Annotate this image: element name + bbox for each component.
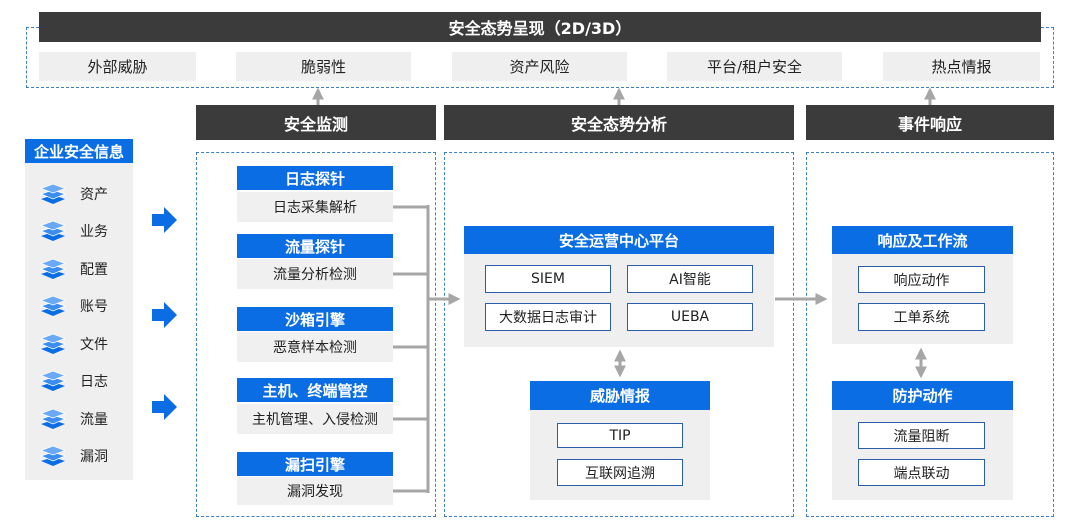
enterprise-item-label: 流量 [80,411,108,428]
probe-title-sandbox: 沙箱引擎 [237,307,393,331]
enterprise-item-label: 文件 [80,336,108,353]
layers-icon [40,333,66,354]
presentation-title: 安全态势呈现（2D/3D） [39,12,1041,42]
blue-arrow-icon [152,394,177,420]
layers-icon [40,408,66,429]
probe-title-traffic: 流量探针 [237,234,393,258]
threat-intel-item-traceback: 互联网追溯 [557,459,683,486]
enterprise-item-label: 账号 [80,299,108,316]
presentation-item-hot-intel: 热点情报 [883,52,1040,81]
column-header-monitor: 安全监测 [196,105,436,140]
presentation-item-tenant-security: 平台/租户安全 [667,52,842,81]
enterprise-item: 漏洞 [40,438,130,476]
presentation-item-asset-risk: 资产风险 [452,52,627,81]
enterprise-item-label: 业务 [80,224,108,241]
probe-title-vulnscan: 漏扫引擎 [237,452,393,476]
enterprise-item: 文件 [40,325,130,363]
probe-bracket [393,205,461,493]
enterprise-title: 企业安全信息 [25,139,133,163]
enterprise-item: 日志 [40,363,130,401]
enterprise-arrows [152,207,177,420]
soc-item-ai: AI智能 [627,265,753,293]
response-flow-title: 响应及工作流 [832,226,1013,254]
blue-arrow-icon [152,302,177,328]
enterprise-list: 资产 业务 配置 账号 文件 [40,175,130,475]
response-frame [806,152,1054,517]
blue-arrow-icon [152,207,177,233]
enterprise-item: 流量 [40,400,130,438]
response-flow-item-action: 响应动作 [858,266,985,293]
presentation-item-external-threat: 外部威胁 [39,52,196,81]
probe-title-log: 日志探针 [237,166,393,190]
probe-desc-traffic: 流量分析检测 [237,259,393,289]
enterprise-item-label: 资产 [80,186,108,203]
layers-icon [40,183,66,204]
enterprise-item: 资产 [40,175,130,213]
probe-desc-sandbox: 恶意样本检测 [237,332,393,362]
soc-item-ueba: UEBA [627,303,753,331]
enterprise-item-label: 漏洞 [80,449,108,466]
enterprise-panel [25,163,133,480]
threat-intel-title: 威胁情报 [530,381,710,410]
layers-icon [40,445,66,467]
enterprise-item: 配置 [40,250,130,288]
presentation-item-vulnerability: 脆弱性 [236,52,411,81]
probe-desc-vulnscan: 漏洞发现 [237,477,393,505]
up-arrows [312,87,936,105]
enterprise-item-label: 日志 [80,374,108,391]
column-header-response: 事件响应 [806,105,1054,140]
layers-icon [40,258,66,279]
enterprise-item-label: 配置 [80,261,108,278]
probe-desc-log: 日志采集解析 [237,192,393,222]
protection-item-traffic-block: 流量阻断 [858,422,985,449]
response-flow-item-ticket: 工单系统 [858,303,985,331]
probe-desc-host: 主机管理、入侵检测 [237,404,393,434]
protection-item-endpoint-link: 端点联动 [858,459,985,486]
enterprise-item: 业务 [40,213,130,251]
monitor-frame [196,152,436,517]
bidirectional-arrows [614,347,927,379]
enterprise-item: 账号 [40,288,130,326]
layers-icon [40,370,66,392]
layers-icon [40,295,66,317]
soc-item-siem: SIEM [485,265,611,293]
threat-intel-item-tip: TIP [557,423,683,448]
probe-title-host: 主机、终端管控 [237,378,393,402]
column-header-analysis: 安全态势分析 [444,105,794,140]
layers-icon [40,220,66,242]
protection-title: 防护动作 [832,381,1013,410]
analysis-frame [444,152,794,517]
soc-item-bigdata-audit: 大数据日志审计 [485,303,611,331]
soc-title: 安全运营中心平台 [464,226,774,254]
